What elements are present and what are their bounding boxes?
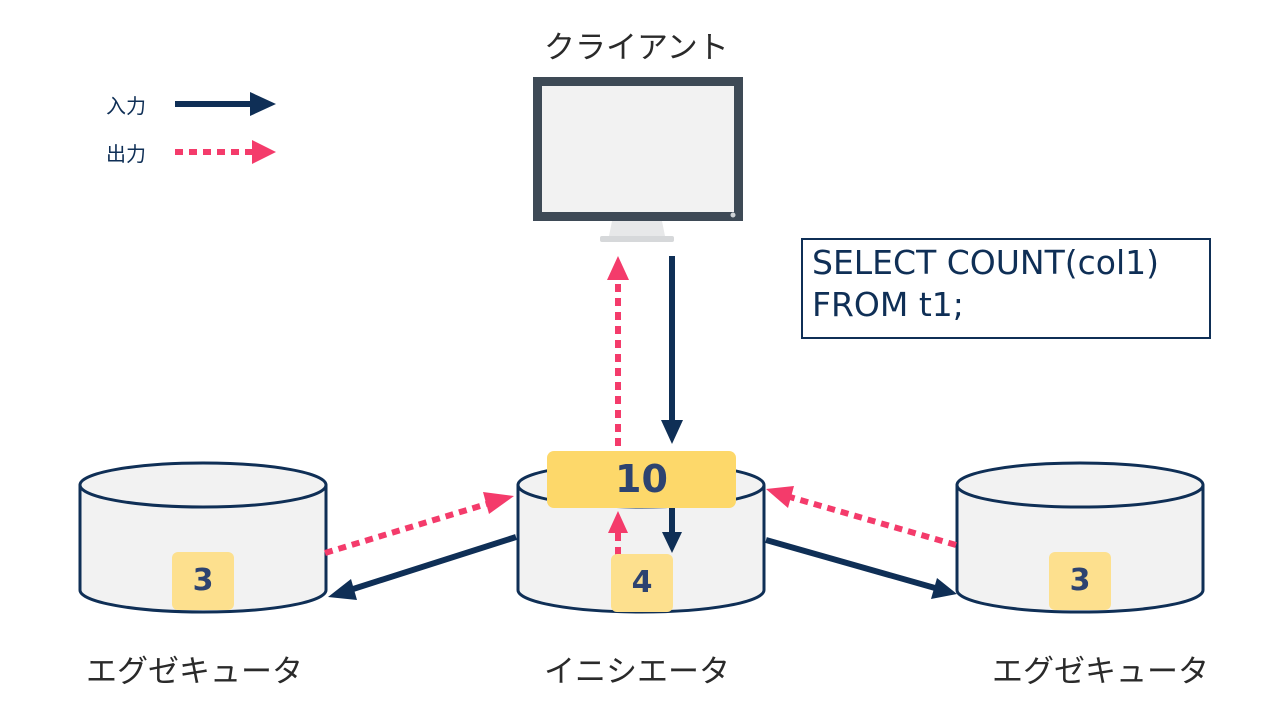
- output-arrow-initiator-to-client: [607, 256, 629, 446]
- initiator-label: イニシエータ: [544, 654, 730, 690]
- input-arrow-initiator-to-executor-left: [328, 534, 517, 600]
- sql-query-line-1: SELECT COUNT(col1): [812, 243, 1159, 282]
- initiator-local-count-badge: 4: [611, 554, 673, 612]
- sql-query-line-2: FROM t1;: [812, 285, 964, 324]
- executor-left-database-icon: [78, 461, 328, 614]
- executor-right-label: エグゼキュータ: [992, 654, 1209, 690]
- input-arrow-initiator-to-executor-right: [765, 537, 957, 599]
- output-arrow-executor-left-to-initiator: [324, 492, 514, 556]
- executor-left-count-badge: 3: [172, 552, 234, 610]
- client-label: クライアント: [544, 30, 729, 66]
- initiator-total-count-badge: 10: [547, 451, 736, 508]
- legend-output-arrow-icon: [175, 140, 276, 164]
- sql-query-box: SELECT COUNT(col1) FROM t1;: [801, 238, 1211, 339]
- legend-input-arrow-icon: [175, 92, 276, 116]
- executor-right-database-icon: [955, 461, 1205, 614]
- executor-right-count-badge: 3: [1049, 552, 1111, 610]
- input-arrow-initiator-to-local: [662, 508, 682, 553]
- output-arrow-local-to-initiator: [608, 511, 628, 555]
- input-arrow-client-to-initiator: [661, 256, 683, 444]
- legend-input-label: 入力: [106, 94, 146, 118]
- executor-left-label: エグゼキュータ: [86, 654, 303, 690]
- client-monitor-icon: [533, 77, 743, 242]
- legend-output-label: 出力: [106, 142, 146, 166]
- output-arrow-executor-right-to-initiator: [766, 486, 957, 548]
